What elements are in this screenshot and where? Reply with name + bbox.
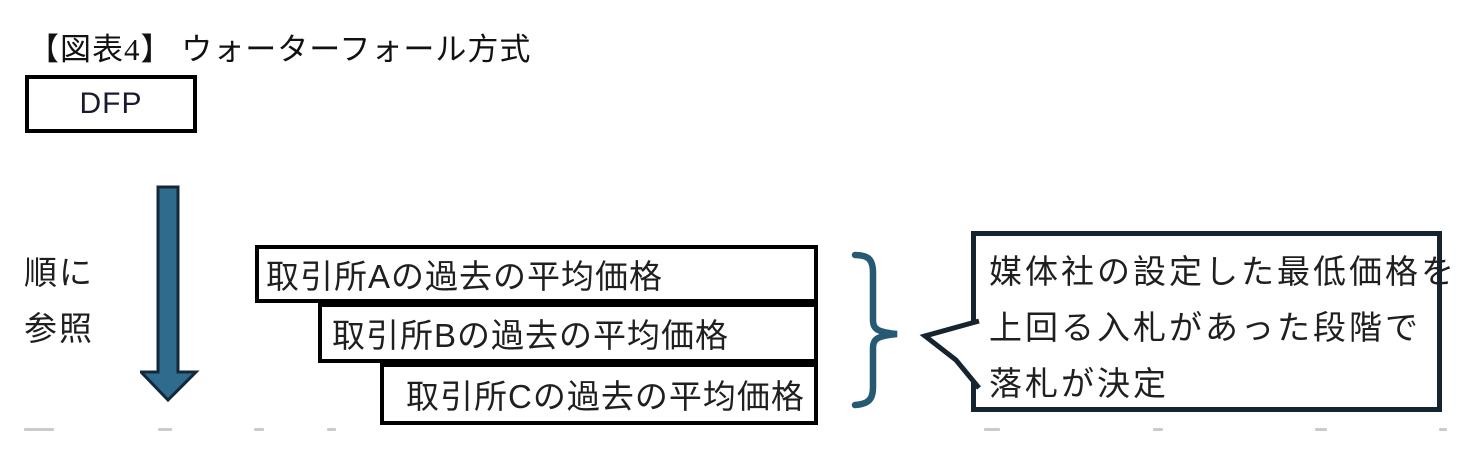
callout-line1: 媒体社の設定した最低価格を xyxy=(989,253,1457,290)
exchange-c-box: 取引所Cの過去の平均価格 xyxy=(380,363,818,425)
callout-line3: 落札が決定 xyxy=(989,365,1169,402)
callout-box: 媒体社の設定した最低価格を 上回る入札があった段階で 落札が決定 xyxy=(971,231,1457,412)
crop-artifact-dash xyxy=(1153,428,1163,431)
crop-artifact-dash xyxy=(254,428,264,431)
down-arrow-icon xyxy=(140,185,200,403)
crop-artifact-dash xyxy=(24,428,54,431)
callout-line2: 上回る入札があった段階で xyxy=(989,309,1421,346)
dfp-box: DFP xyxy=(25,75,197,133)
figure-title: 【図表4】 ウォーターフォール方式 xyxy=(28,32,532,67)
callout-tail-icon xyxy=(919,318,981,390)
crop-artifact-dash xyxy=(1439,428,1447,431)
crop-artifact-dash xyxy=(158,428,172,431)
crop-artifact-dash xyxy=(327,428,336,431)
curly-brace-icon xyxy=(851,251,898,409)
exchange-c-label: 取引所Cの過去の平均価格 xyxy=(406,378,805,415)
refer-label-line1: 順に xyxy=(24,254,94,291)
exchange-b-label: 取引所Bの過去の平均価格 xyxy=(332,317,730,354)
dfp-label: DFP xyxy=(79,87,143,120)
refer-label-line2: 参照 xyxy=(24,310,94,347)
exchange-a-box: 取引所Aの過去の平均価格 xyxy=(255,245,818,303)
exchange-a-label: 取引所Aの過去の平均価格 xyxy=(266,258,664,295)
refer-in-order-label: 順に 参照 xyxy=(24,245,94,357)
exchange-b-box: 取引所Bの過去の平均価格 xyxy=(318,303,818,363)
crop-artifact-dash xyxy=(984,428,1000,431)
crop-artifact-dash xyxy=(1315,428,1327,431)
